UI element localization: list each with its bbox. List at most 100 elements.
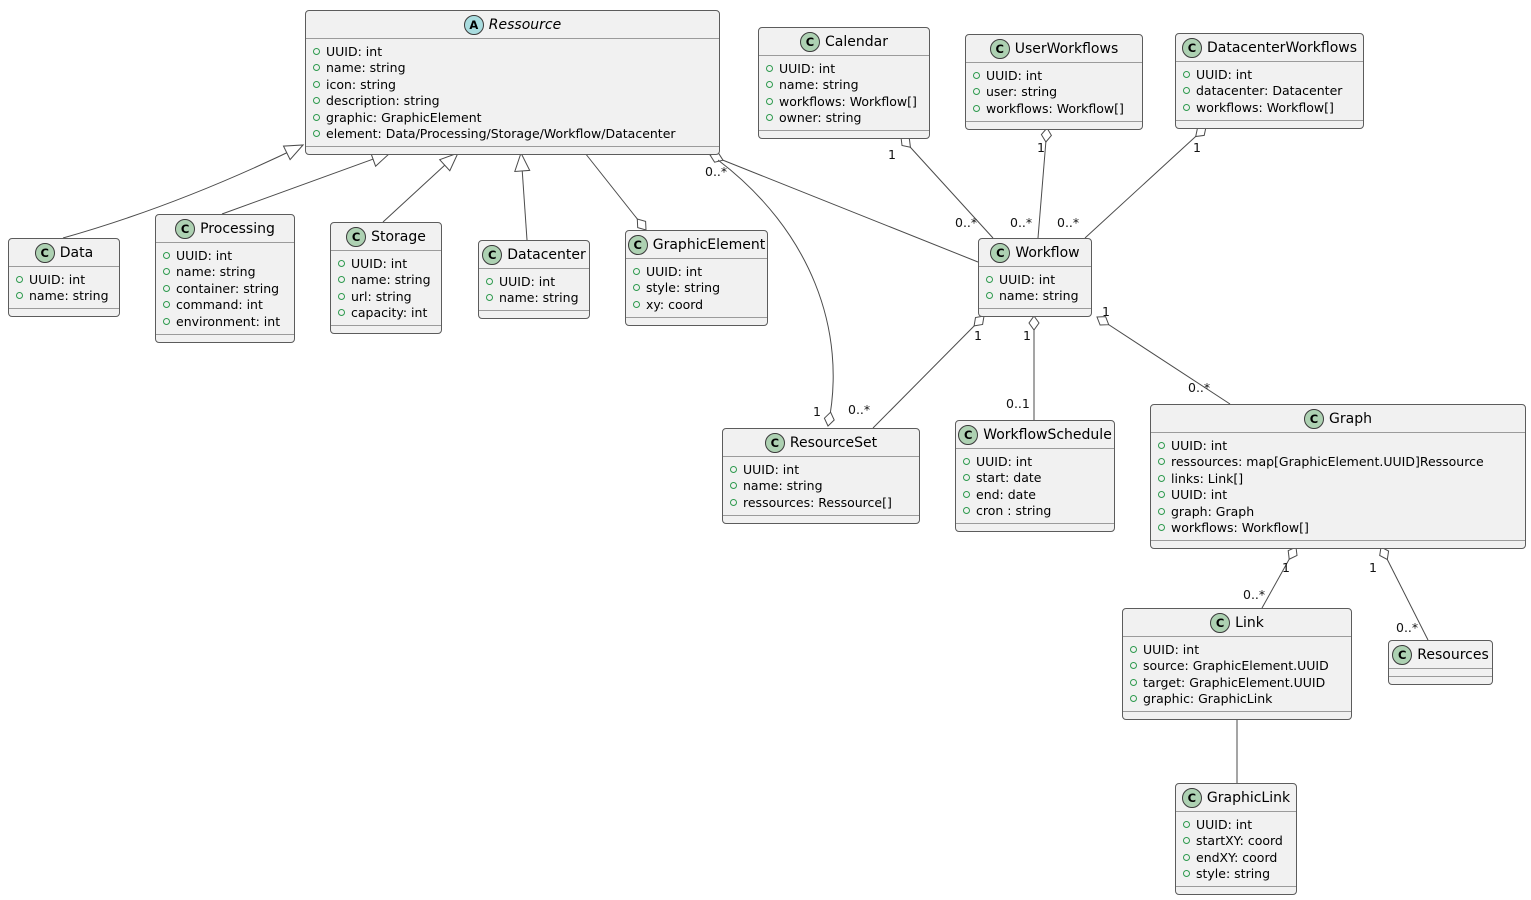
attribute-row: UUID: int [16, 271, 112, 288]
attribute-row: UUID: int [1158, 437, 1518, 454]
field-circle-icon [16, 275, 23, 283]
aggregation-diamond-icon [1287, 546, 1298, 560]
attribute-row: UUID: int [1183, 66, 1356, 83]
field-circle-icon [1130, 695, 1137, 703]
attribute-row: graphic: GraphicElement [313, 109, 712, 126]
methods-compartment [759, 131, 929, 138]
edge-graph-resources [1380, 546, 1429, 641]
field-circle-icon [313, 97, 320, 105]
edge-datacenterworkflows-workflow [1084, 126, 1207, 239]
attribute-text: description: string [326, 93, 440, 109]
field-circle-icon [766, 64, 773, 72]
attribute-text: datacenter: Datacenter [1196, 83, 1343, 99]
class-name: Datacenter [507, 246, 586, 263]
field-circle-icon [1130, 645, 1137, 653]
field-circle-icon [313, 64, 320, 72]
multiplicity-label: 1 [1193, 140, 1201, 155]
methods-compartment [1176, 887, 1296, 894]
attribute-row: ressources: Ressource[] [730, 494, 912, 511]
attribute-row: UUID: int [766, 60, 922, 77]
edge-data-to-ressource [62, 144, 304, 239]
class-name: DatacenterWorkflows [1206, 39, 1358, 56]
attribute-text: end: date [976, 486, 1036, 502]
attribute-text: name: string [779, 77, 859, 93]
field-circle-icon [163, 268, 170, 276]
attributes-compartment [1389, 669, 1492, 677]
multiplicity-label: 1 [813, 404, 821, 419]
aggregation-diamond-icon [1379, 546, 1390, 561]
abstract-class-icon: A [463, 14, 484, 35]
attribute-text: UUID: int [646, 263, 703, 279]
attribute-row: container: string [163, 280, 287, 297]
field-circle-icon [963, 474, 970, 482]
attribute-row: owner: string [766, 110, 922, 127]
field-circle-icon [163, 301, 170, 309]
field-circle-icon [973, 71, 980, 79]
class-icon: C [1181, 787, 1202, 808]
aggregation-diamond-icon [636, 218, 647, 231]
multiplicity-label: 1 [1102, 304, 1110, 319]
methods-compartment [331, 326, 441, 333]
class-name: ResourceSet [789, 434, 878, 451]
attribute-row: source: GraphicElement.UUID [1130, 658, 1344, 675]
methods-compartment [1123, 712, 1351, 719]
attribute-row: workflows: Workflow[] [766, 93, 922, 110]
multiplicity-label: 0..* [1396, 620, 1418, 635]
attribute-text: workflows: Workflow[] [1171, 520, 1309, 536]
multiplicity-label: 1 [974, 328, 982, 343]
class-icon: C [990, 242, 1011, 263]
edge-workflow-graph [1096, 316, 1231, 405]
field-circle-icon [730, 498, 737, 506]
field-circle-icon [986, 275, 993, 283]
attribute-text: name: string [351, 272, 431, 288]
field-circle-icon [338, 276, 345, 284]
field-circle-icon [766, 114, 773, 122]
attribute-row: xy: coord [633, 296, 760, 313]
multiplicity-label: 1 [1037, 140, 1045, 155]
field-circle-icon [986, 292, 993, 300]
class-icon: C [34, 242, 55, 263]
methods-compartment [956, 524, 1114, 531]
field-circle-icon [1183, 103, 1190, 111]
attribute-row: start: date [963, 470, 1107, 487]
attribute-text: url: string [351, 288, 412, 304]
attribute-text: links: Link[] [1171, 470, 1244, 486]
attribute-text: name: string [499, 290, 579, 306]
attribute-text: graph: Graph [1171, 503, 1255, 519]
aggregation-diamond-icon [1028, 315, 1040, 331]
attribute-row: description: string [313, 93, 712, 110]
attribute-text: UUID: int [499, 273, 556, 289]
class-name: WorkflowSchedule [983, 426, 1112, 443]
attribute-text: workflows: Workflow[] [986, 100, 1124, 116]
attribute-row: icon: string [313, 76, 712, 93]
field-circle-icon [1158, 507, 1165, 515]
multiplicity-label: 0..* [1188, 380, 1210, 395]
attribute-text: graphic: GraphicLink [1143, 691, 1273, 707]
attribute-row: workflows: Workflow[] [973, 100, 1135, 117]
methods-compartment [966, 122, 1142, 129]
edge-calendar-workflow [900, 136, 994, 239]
attribute-row: UUID: int [730, 461, 912, 478]
multiplicity-label: 1 [888, 147, 896, 162]
class-icon: C [958, 424, 979, 445]
class-name: Processing [200, 220, 275, 237]
field-circle-icon [1183, 870, 1190, 878]
attribute-text: style: string [646, 280, 721, 296]
